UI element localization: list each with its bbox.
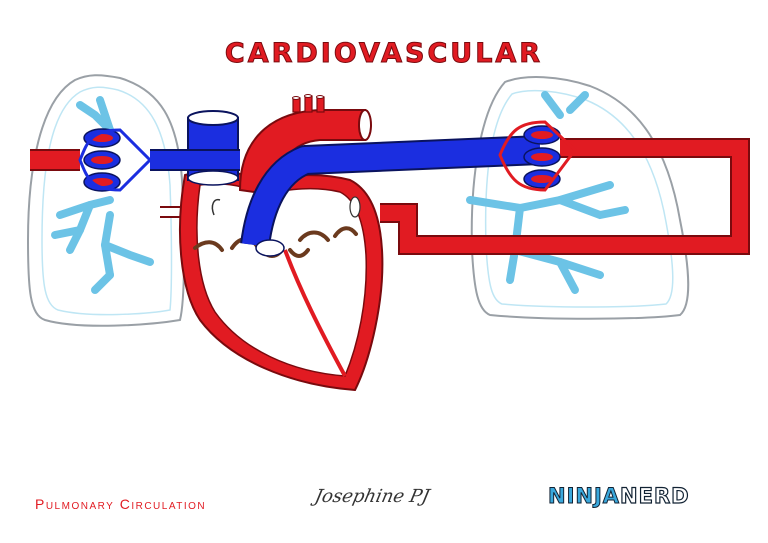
left-bronchial-tree xyxy=(51,96,154,294)
heart xyxy=(179,169,384,392)
diagram-caption: Pulmonary Circulation xyxy=(35,496,207,512)
logo-part-nerd: NERD xyxy=(619,483,690,508)
pulmonary-artery-to-right-lung xyxy=(240,135,541,257)
author-signature: Josephine PJ xyxy=(312,486,432,507)
diagram-title: CARDIOVASCULAR xyxy=(224,38,544,70)
right-pulmonary-vein xyxy=(380,138,750,255)
left-capillary-bed xyxy=(78,128,153,192)
logo-part-ninja: NINJA xyxy=(547,484,621,509)
ninja-nerd-logo: NINJANERD xyxy=(547,483,690,509)
right-lung xyxy=(466,76,690,320)
superior-vena-cava xyxy=(187,110,239,186)
right-capillary-bed xyxy=(498,120,578,192)
left-lung xyxy=(26,74,186,327)
